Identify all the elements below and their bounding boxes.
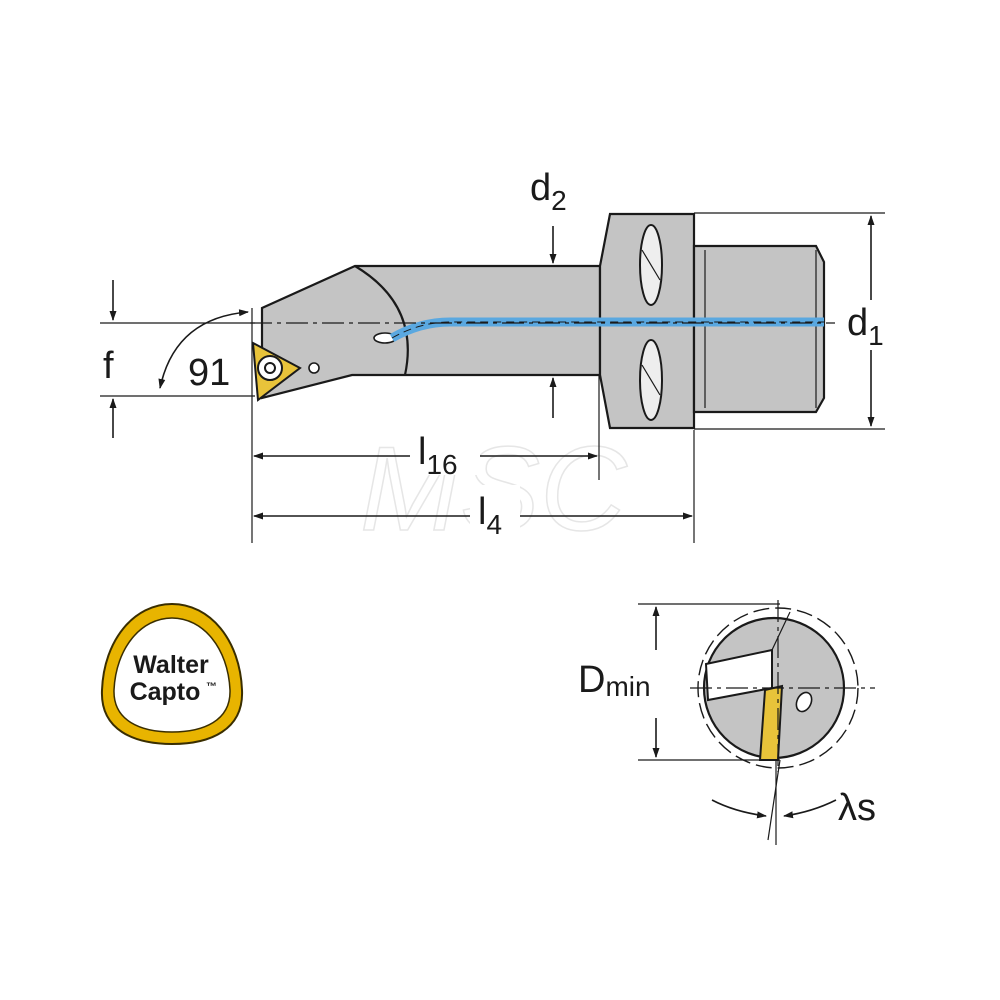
- l16-label-bg: [410, 425, 480, 475]
- flute-edge: [771, 611, 791, 651]
- capto-shank: [692, 244, 826, 414]
- boring-bar-shank: [260, 264, 602, 400]
- lambda-ref-inclined: [767, 759, 781, 841]
- slot-bottom-mark: [641, 364, 661, 396]
- l4-label-bg: [470, 485, 520, 535]
- f-label: f: [103, 345, 114, 387]
- angle-arc: [158, 309, 249, 389]
- l4-label: l4: [478, 491, 502, 540]
- clamp-pin: [308, 362, 320, 374]
- logo-line-1: Walter: [133, 651, 209, 679]
- side-view: [250, 212, 835, 430]
- angle-label: 91: [188, 352, 230, 394]
- lambda-arrow-right: [783, 799, 837, 819]
- d1-label: d1: [847, 302, 884, 351]
- lambda-s-label: λs: [838, 787, 876, 829]
- lambda-arrow-left: [711, 799, 767, 819]
- walter-capto-logo: Walter Capto ™: [100, 602, 244, 746]
- head-curve: [354, 265, 409, 376]
- d2-label: d2: [530, 167, 567, 216]
- dmin-label: Dmin: [578, 659, 651, 702]
- l16-label: l16: [418, 431, 458, 480]
- logo-inner: [113, 617, 231, 733]
- logo-trademark: ™: [206, 681, 217, 693]
- coolant-channel-edge: [391, 321, 824, 339]
- dmin-label-bg: [575, 655, 680, 703]
- logo-line-2: Capto: [130, 678, 201, 706]
- dimensions: f 91 l16 l4 d2 d1: [100, 167, 885, 543]
- insert-screw-inner: [264, 362, 276, 374]
- end-coolant-hole: [795, 691, 813, 713]
- end-view: Dmin λs: [575, 600, 876, 845]
- slot-top-mark: [641, 249, 661, 281]
